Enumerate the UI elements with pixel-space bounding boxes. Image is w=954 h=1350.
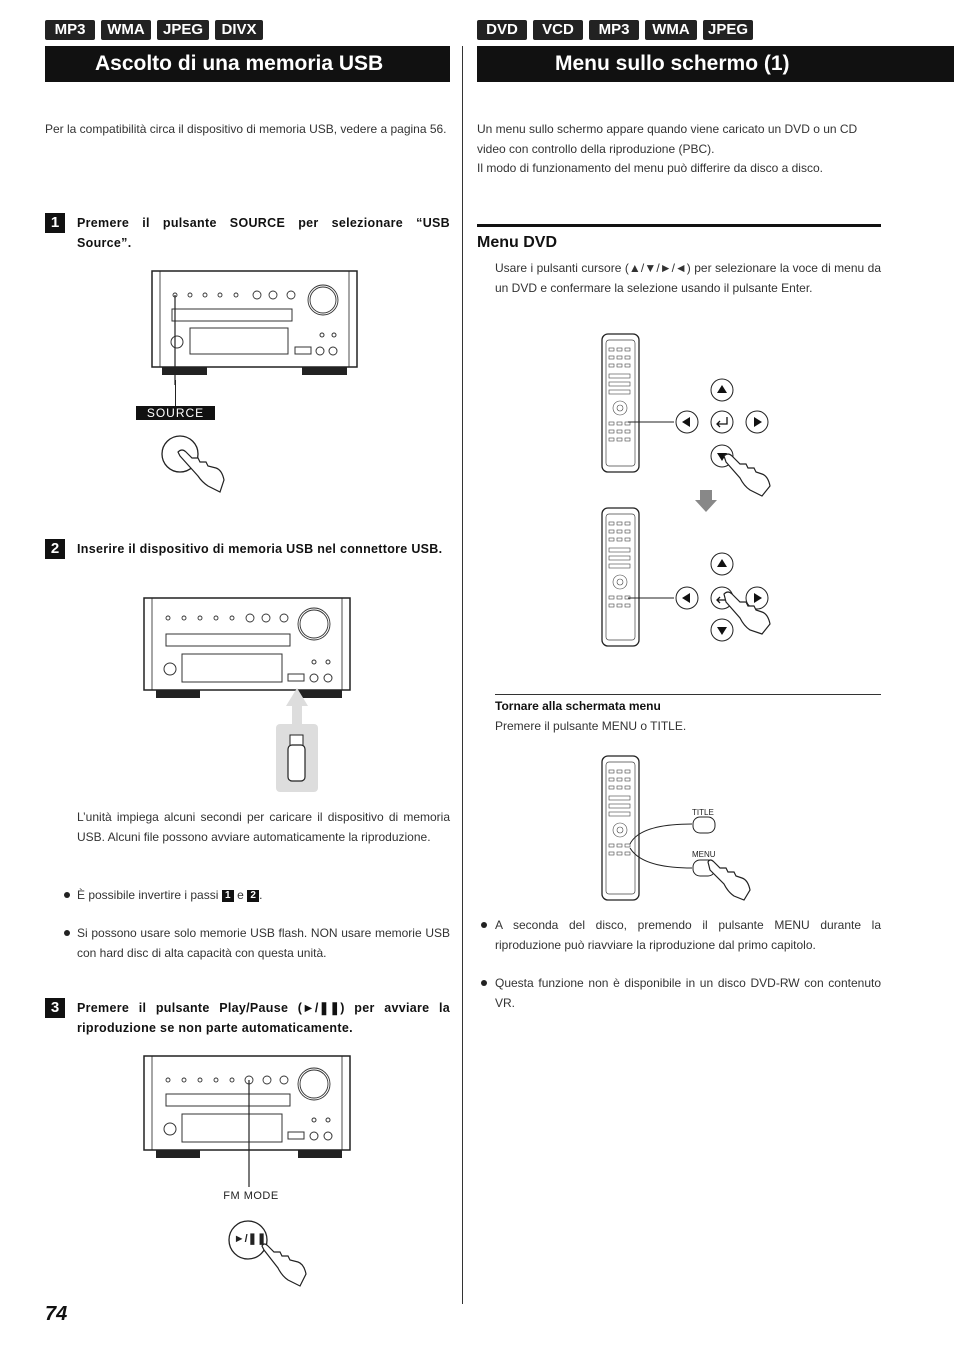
bullet-steps-and: e [237,888,244,902]
remote-menu-title-illustration [601,755,751,901]
menu-button-label: MENU [692,850,716,859]
format-tag-wma: WMA [101,20,151,40]
page-number: 74 [45,1303,68,1325]
receiver-illustration-source [151,270,358,385]
down-arrow-icon [695,490,717,512]
step-1-number: 1 [45,213,65,233]
fm-mode-label: FM MODE [223,1190,279,1202]
bullet-dot [64,930,70,936]
bullet-dot [481,922,487,928]
menu-dvd-heading: Menu DVD [477,234,557,251]
bullet-steps-order: È possibile invertire i passi 1 e 2. [77,886,450,906]
inline-step-1: 1 [221,889,234,902]
step-1-text: Premere il pulsante SOURCE per seleziona… [77,216,450,250]
source-leader-line [175,380,176,406]
bullet-usb-flash-only: Si possono usare solo memorie USB flash.… [77,926,450,960]
bullet-dvd-rw-vr: Questa funzione non è disponibile in un … [495,976,881,1010]
step-2-text: Inserire il dispositivo di memoria USB n… [77,542,443,556]
step-3-text: Premere il pulsante Play/Pause (►/❚❚) pe… [77,1001,450,1035]
bullet-steps-text: È possibile invertire i passi [77,888,219,902]
hand-press-source-icon [161,435,225,493]
remote-enter-illustration [601,507,771,647]
format-tag-jpeg: JPEG [157,20,209,40]
menu-intro-text-2: Il modo di funzionamento del menu può di… [477,161,823,175]
menu-dvd-text: Usare i pulsanti cursore (▲/▼/►/◄) per s… [495,261,881,295]
section-title-onscreen-menu: Menu sullo schermo (1) [477,46,954,82]
step-2-note: L’unità impiega alcuni secondi per caric… [77,810,450,844]
bullet-menu-restart: A seconda del disco, premendo il pulsant… [495,918,881,952]
format-tag-mp3: MP3 [45,20,95,40]
format-tag-dvd: DVD [477,20,527,40]
bullet-dot [481,980,487,986]
receiver-illustration-play [143,1055,351,1187]
return-menu-heading: Tornare alla schermata menu [495,699,661,713]
play-pause-button-label: ►/❚❚ [233,1233,267,1245]
format-tag-divx: DIVX [215,20,263,40]
return-menu-text: Premere il pulsante MENU o TITLE. [495,719,687,733]
step-3-number: 3 [45,998,65,1018]
hand-press-play-icon [228,1220,307,1287]
format-tag-wma: WMA [645,20,697,40]
source-button-label: SOURCE [136,406,215,420]
format-tag-vcd: VCD [533,20,583,40]
column-divider [462,46,463,1304]
subsection-rule [495,694,881,695]
bullet-steps-end: . [259,888,263,902]
format-tag-mp3: MP3 [589,20,639,40]
receiver-illustration-usb [143,597,351,792]
step-2-number: 2 [45,539,65,559]
usb-intro-text: Per la compatibilità circa il dispositiv… [45,122,447,136]
remote-cursor-illustration [601,333,771,497]
section-rule [477,224,881,227]
title-button-label: TITLE [692,808,714,817]
format-tag-jpeg: JPEG [703,20,753,40]
bullet-dot [64,892,70,898]
section-title-usb: Ascolto di una memoria USB [45,46,450,82]
inline-step-2: 2 [247,889,260,902]
menu-intro-text: Un menu sullo schermo appare quando vien… [477,122,858,156]
